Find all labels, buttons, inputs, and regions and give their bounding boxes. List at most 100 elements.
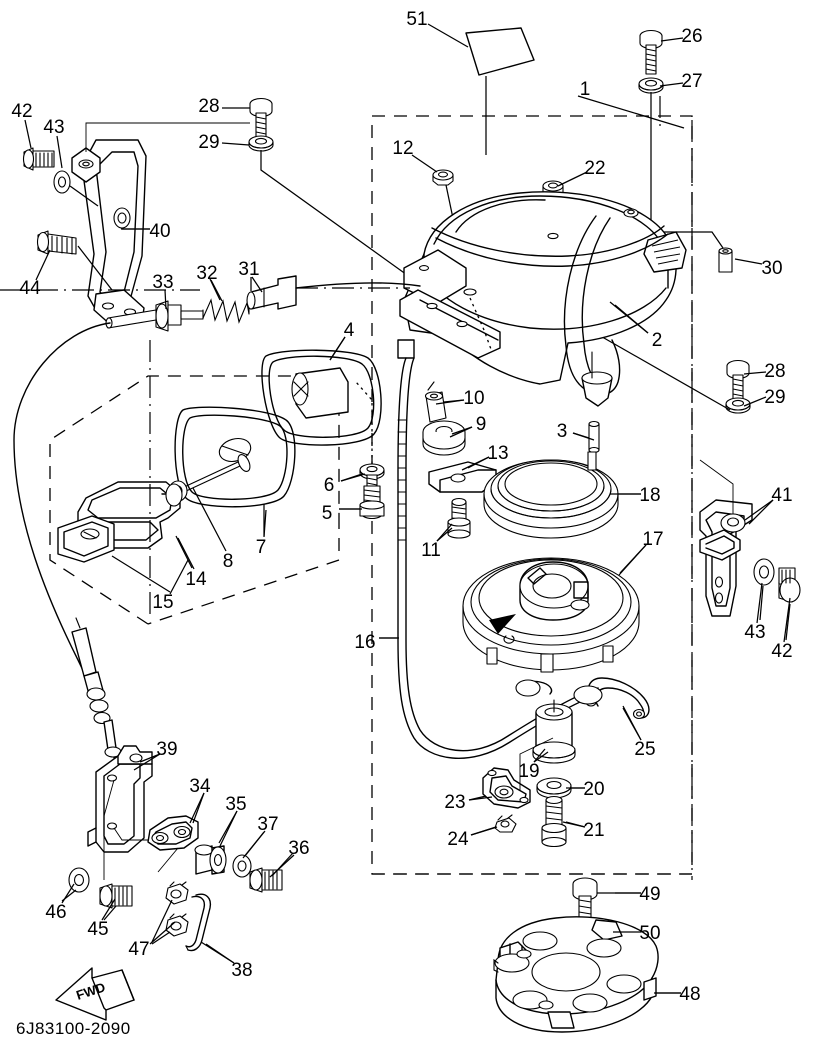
- callout-number: 32: [196, 263, 217, 284]
- callout-number: 20: [583, 779, 604, 800]
- callout-leader: [572, 432, 595, 441]
- callout-number: 13: [487, 443, 508, 464]
- part-11-bolt: [436, 497, 471, 542]
- callout-leader: [177, 537, 195, 570]
- callout-16: 16: [354, 632, 399, 653]
- callout-leader: [411, 154, 438, 173]
- callout-leader: [461, 456, 490, 471]
- callout-number: 38: [231, 960, 252, 981]
- callout-leader: [614, 304, 649, 334]
- part-13-spring-plate: [428, 456, 497, 493]
- callout-39: 39: [133, 739, 178, 771]
- callout-15: 15: [152, 559, 189, 613]
- callout-number: 21: [583, 820, 604, 841]
- callout-leader: [24, 119, 32, 149]
- callout-number: 17: [642, 529, 663, 550]
- callout-number: 45: [87, 919, 108, 940]
- callout-number: 42: [11, 101, 32, 122]
- callout-43: 43: [43, 117, 65, 169]
- callout-number: 50: [639, 923, 660, 944]
- part-42b-bolt: [778, 567, 801, 641]
- part-17-sheave-drum: [462, 544, 647, 673]
- part-51-label-plate: [465, 27, 535, 155]
- callout-37: 37: [242, 814, 279, 859]
- callout-33: 33: [152, 272, 174, 310]
- callout-leader: [340, 473, 366, 482]
- callout-26: 26: [660, 26, 703, 47]
- callout-8: 8: [192, 487, 234, 572]
- callout-number: 8: [223, 551, 234, 572]
- part-number-label: 6J83100-2090: [16, 1019, 131, 1038]
- callout-leader: [562, 821, 586, 828]
- callout-number: 15: [152, 592, 173, 613]
- part-34-lock-lever: [147, 792, 205, 873]
- callout-4: 4: [329, 320, 355, 361]
- callout-10: 10: [435, 388, 485, 409]
- callout-number: 5: [322, 503, 333, 524]
- callout-number: 24: [447, 829, 469, 850]
- callout-number: 47: [128, 939, 149, 960]
- part-46-washer: [61, 867, 90, 902]
- part-15-handle-cap: [57, 515, 171, 593]
- callout-leader: [734, 258, 763, 265]
- callout-leader: [436, 523, 453, 542]
- callout-47: 47: [128, 921, 176, 960]
- handle-group-boundary: [49, 375, 340, 625]
- part-16-starter-rope: [379, 339, 601, 759]
- callout-leader: [221, 142, 250, 146]
- callout-number: 41: [771, 485, 792, 506]
- callout-number: 44: [19, 278, 41, 299]
- part-26-bolt: [639, 29, 663, 75]
- callout-9: 9: [449, 414, 487, 438]
- callout-leader: [449, 426, 473, 438]
- callout-number: 40: [149, 221, 170, 242]
- callout-24: 24: [447, 826, 498, 850]
- callout-leader: [756, 582, 763, 624]
- callout-number: 39: [156, 739, 177, 760]
- callout-number: 46: [45, 902, 66, 923]
- callout-number: 26: [681, 26, 702, 47]
- callout-17: 17: [618, 529, 664, 576]
- callout-leader: [748, 499, 774, 525]
- callout-number: 9: [476, 414, 487, 435]
- callout-leader: [35, 249, 51, 281]
- part-45-bolt: [99, 883, 133, 921]
- callout-leader: [200, 941, 235, 964]
- callout-19: 19: [518, 748, 546, 782]
- callout-number: 48: [679, 984, 700, 1005]
- part-31-sleeve: [246, 275, 297, 310]
- part-2-starter-case: [399, 191, 687, 407]
- callout-leader: [557, 171, 588, 187]
- callout-27: 27: [659, 71, 703, 92]
- callout-leader: [329, 336, 346, 361]
- callout-2: 2: [614, 304, 662, 351]
- callout-28: 28: [198, 96, 250, 117]
- callout-leader: [743, 371, 767, 375]
- callout-number: 23: [444, 792, 465, 813]
- callout-leader: [269, 854, 295, 878]
- callout-leader: [218, 810, 238, 844]
- callout-41: 41: [748, 485, 793, 525]
- callout-number: 36: [288, 838, 309, 859]
- part-41-bracket: [699, 459, 774, 617]
- callout-leader: [61, 883, 75, 904]
- callout-leader: [101, 898, 116, 921]
- callout-leader: [242, 830, 266, 859]
- callout-30: 30: [734, 258, 783, 279]
- callout-5: 5: [322, 503, 362, 524]
- part-33-cable-joint: [105, 300, 182, 332]
- callout-21: 21: [562, 820, 605, 841]
- callout-number: 11: [421, 540, 441, 561]
- callout-number: 43: [744, 622, 765, 643]
- part-4-rope-guide: [261, 336, 382, 446]
- callout-29: 29: [198, 132, 250, 153]
- callout-number: 27: [681, 71, 702, 92]
- callout-number: 28: [198, 96, 219, 117]
- callout-35: 35: [218, 794, 247, 844]
- callout-number: 3: [557, 421, 568, 442]
- callout-leader: [577, 95, 685, 129]
- part-21-bolt: [541, 795, 586, 848]
- callout-40: 40: [121, 221, 171, 242]
- callout-leader: [427, 23, 469, 48]
- callout-31: 31: [238, 259, 263, 293]
